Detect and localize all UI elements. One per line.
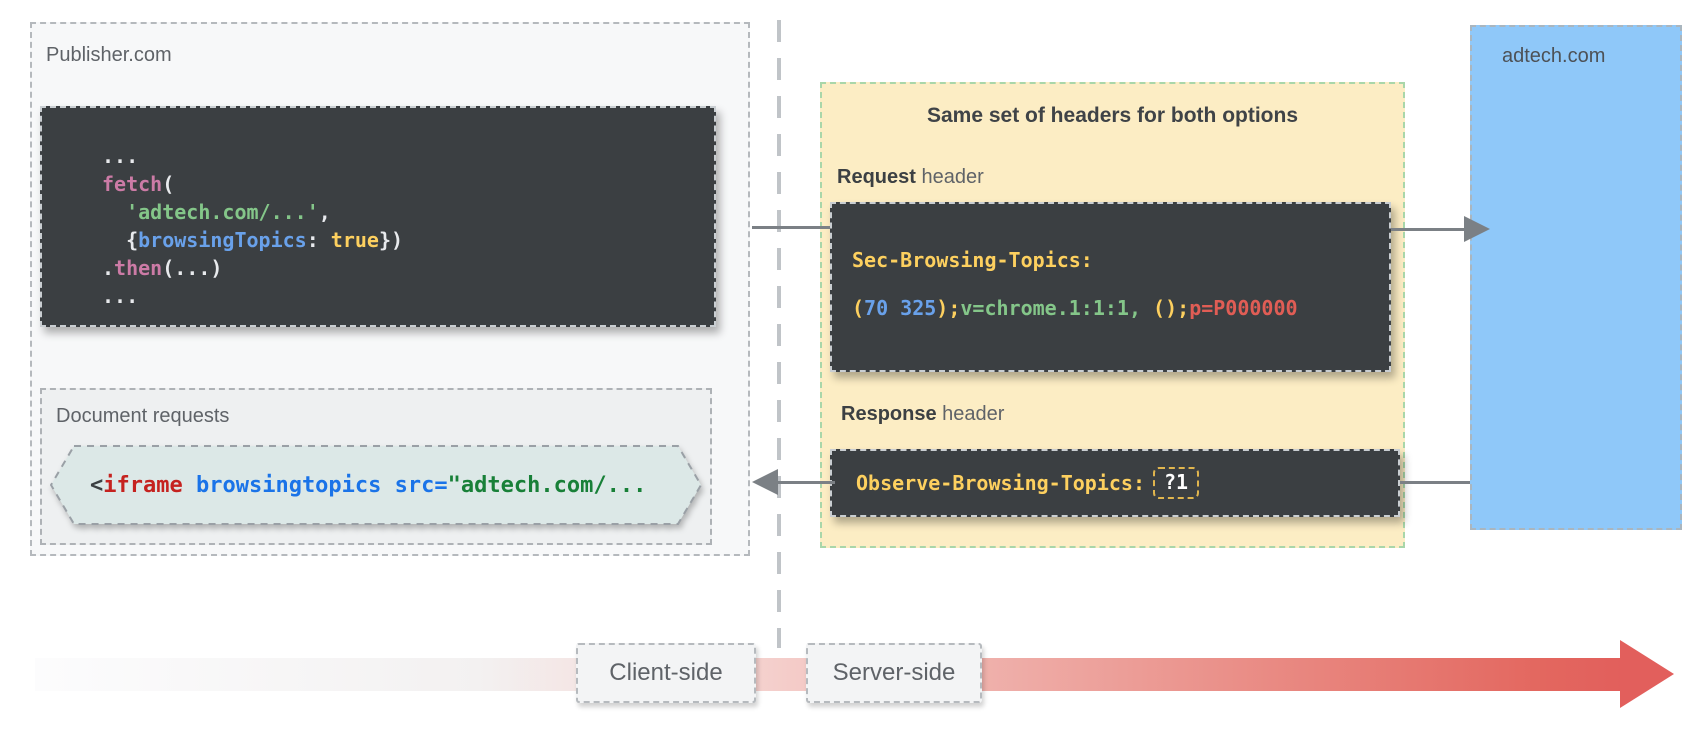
topic-ids: 70 325 [864,296,937,320]
browsing-topics-prop: browsingTopics [138,228,307,252]
request-header-block: Sec-Browsing-Topics: (70 325);v=chrome.1… [830,202,1391,372]
document-requests-label: Document requests [56,405,230,427]
adtech-to-response-line [1400,481,1470,484]
server-side-label-box: Server-side [806,643,982,703]
publisher-label: Publisher.com [46,44,172,66]
arrow-left-icon [752,469,778,495]
response-header-value-chip: ?1 [1152,467,1200,499]
padding-token: p=P000000 [1189,296,1298,320]
adtech-label: adtech.com [1502,45,1606,67]
client-server-divider [777,20,781,648]
then-keyword: then [114,256,163,280]
response-to-iframe-line [776,481,835,484]
fetch-to-request-line [752,226,830,229]
iframe-tag: iframe [103,472,183,498]
document-requests-box: Document requests <iframe browsingtopics… [40,388,712,545]
iframe-code: <iframe browsingtopics src="adtech.com/.… [90,472,647,498]
headers-panel-title: Same set of headers for both options [926,104,1299,127]
code-ellipsis: ... [102,144,139,168]
server-side-label: Server-side [832,659,956,686]
src-attr: src= [381,472,448,498]
response-header-label: Response header [841,403,1005,425]
timeline-arrowhead-icon [1620,640,1674,708]
true-literal: true [330,228,379,252]
request-header-value: (70 325);v=chrome.1:1:1, ();p=P000000 [852,296,1298,320]
request-header-label: Request header [837,166,984,188]
iframe-hexagon: <iframe browsingtopics src="adtech.com/.… [49,445,703,525]
src-value: "adtech.com/... [447,472,647,498]
browsingtopics-attr: browsingtopics [182,472,382,498]
arrow-right-icon [1464,216,1490,242]
fetch-keyword: fetch [102,172,163,196]
response-header-name: Observe-Browsing-Topics: [856,471,1145,495]
client-side-label-box: Client-side [576,643,756,703]
fetch-code: ... fetch( 'adtech.com/...', {browsingTo… [102,144,404,308]
adtech-url-string: 'adtech.com/...' [102,200,319,224]
fetch-code-block: ... fetch( 'adtech.com/...', {browsingTo… [40,106,716,327]
hexagon-shape [49,445,703,525]
code-ellipsis: ... [102,284,139,308]
adtech-box: adtech.com [1470,25,1682,530]
request-to-adtech-line [1391,228,1467,231]
version-token: v=chrome.1:1:1, [960,296,1142,320]
client-side-label: Client-side [609,659,723,686]
request-header-name: Sec-Browsing-Topics: [852,248,1093,272]
response-header-block: Observe-Browsing-Topics: ?1 [830,449,1400,517]
